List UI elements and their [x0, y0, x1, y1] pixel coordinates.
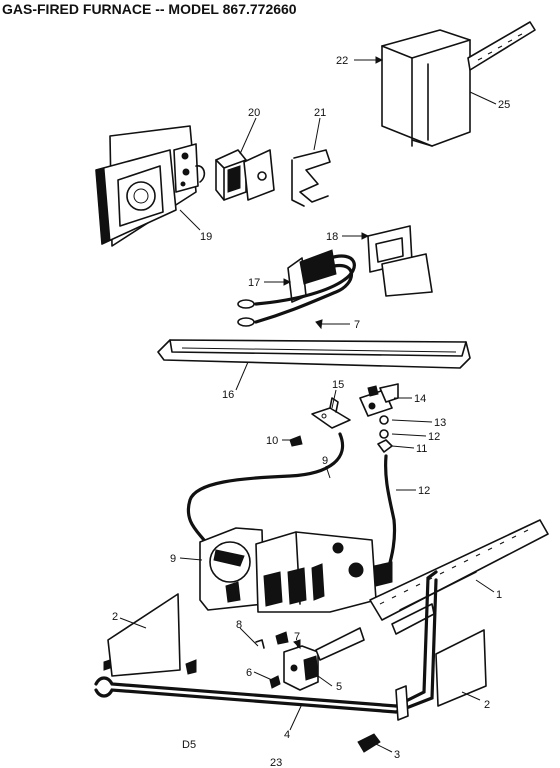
leader-lines [119, 56, 497, 753]
part-13-nut [377, 439, 393, 453]
diagram-title: GAS-FIRED FURNACE -- MODEL 867.772660 [2, 1, 297, 17]
fitting-left-2 [103, 659, 111, 671]
callout-15: 13 [434, 417, 446, 429]
callout-20: 18 [326, 231, 338, 243]
part-23-bracket [291, 149, 331, 207]
callout-14: 12 [428, 431, 440, 443]
callout-2-left: 2 [112, 611, 118, 623]
callout-5: 5 [336, 681, 342, 693]
part-7-screw-upper [315, 319, 323, 330]
part-19-sensor [237, 249, 356, 327]
callout-9: 9 [170, 553, 176, 565]
part-21-control-panel [95, 125, 206, 247]
callout-4: 4 [284, 729, 290, 741]
callout-17: 15 [332, 379, 344, 391]
callout-21: 19 [200, 231, 212, 243]
callout-10: 10 [266, 435, 278, 447]
callout-13: 11 [416, 443, 427, 455]
callout-22: 20 [248, 107, 260, 119]
part-1-burner [369, 519, 549, 635]
callout-23: 21 [314, 107, 326, 119]
part-14-fitting [379, 429, 389, 439]
part-9-gas-valve [199, 527, 393, 613]
callout-7-upper: 7 [354, 319, 360, 331]
part-12-pilot-tube [384, 454, 397, 572]
part-4-frame [94, 570, 438, 721]
fitting-left-1 [185, 659, 197, 675]
callout-12: 12 [418, 485, 430, 497]
callout-24: 22 [336, 55, 348, 67]
callout-7-lower: 7 [294, 631, 300, 643]
footer-code: D5 [182, 739, 196, 751]
callout-8: 8 [236, 619, 242, 631]
callout-19: 17 [248, 277, 260, 289]
callout-25: 25 [498, 99, 510, 111]
part-2-shield-left [107, 593, 181, 677]
part-16-igniter-bracket [359, 383, 399, 417]
part-18-rail [157, 339, 471, 369]
part-11-tube [186, 432, 345, 542]
callout-2-right: 2 [484, 699, 490, 711]
callout-16: 14 [414, 393, 426, 405]
part-15-fitting [379, 415, 389, 425]
part-10-screw [289, 435, 303, 447]
part-22-relay [215, 149, 275, 201]
part-6-screw [269, 675, 281, 689]
part-8-fitting [255, 631, 289, 649]
callout-3: 3 [394, 749, 400, 761]
footer-page-number: 23 [270, 757, 282, 768]
part-17-bracket [311, 397, 351, 429]
part-24-cabinet [381, 29, 471, 147]
callout-6: 6 [246, 667, 252, 679]
part-2-shield-right [435, 629, 487, 707]
part-20-bracket [367, 225, 433, 297]
callout-18: 16 [222, 389, 234, 401]
part-25-rod [467, 21, 536, 71]
part-3-screw [357, 733, 381, 753]
callout-1: 1 [496, 589, 502, 601]
part-5-pilot-assembly [283, 627, 365, 691]
callout-11: 9 [322, 455, 328, 467]
